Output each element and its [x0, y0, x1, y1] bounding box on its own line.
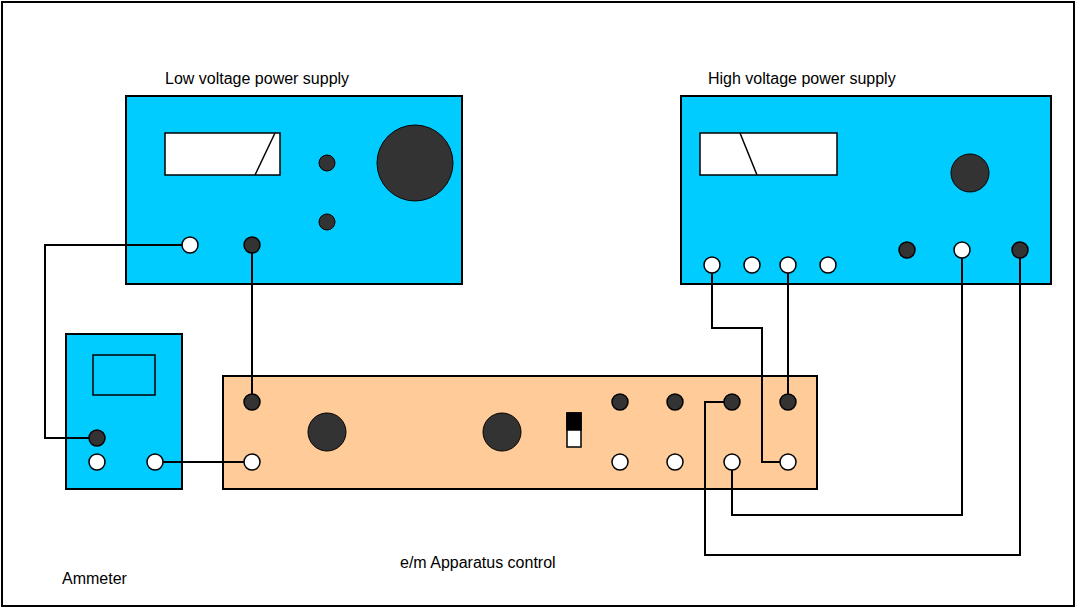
- meter-window: [700, 133, 837, 175]
- terminal: [780, 394, 796, 410]
- terminal: [182, 237, 198, 253]
- instrument-label: Low voltage power supply: [165, 70, 349, 88]
- terminal: [1012, 242, 1028, 258]
- instrument-panel: [65, 333, 183, 490]
- instrument-box: Ammeter: [65, 333, 183, 490]
- meter-window: [165, 133, 280, 175]
- switch-lever: [567, 413, 581, 430]
- instrument-box: High voltage power supply: [680, 95, 1052, 285]
- terminal: [724, 454, 740, 470]
- control-knob: [308, 413, 346, 451]
- meter-needle: [255, 133, 275, 175]
- wire: [705, 258, 1020, 555]
- wire: [251, 253, 253, 394]
- terminal: [612, 454, 628, 470]
- instrument-box: e/m Apparatus control: [222, 375, 818, 490]
- terminal: [612, 394, 628, 410]
- terminal: [899, 242, 915, 258]
- wire: [732, 258, 962, 515]
- terminal: [244, 394, 260, 410]
- wire: [45, 245, 182, 438]
- wire: [163, 461, 244, 463]
- terminal: [667, 454, 683, 470]
- switch-body: [567, 413, 581, 447]
- terminal: [780, 454, 796, 470]
- voltage-knob: [951, 154, 989, 192]
- instrument-panel: [680, 95, 1052, 285]
- terminal: [244, 237, 260, 253]
- ammeter-display: [93, 355, 155, 395]
- instrument-label: e/m Apparatus control: [400, 554, 556, 572]
- terminal: [724, 394, 740, 410]
- terminal: [954, 242, 970, 258]
- instrument-panel: [125, 95, 463, 285]
- control-knob: [483, 413, 521, 451]
- terminal: [89, 430, 105, 446]
- terminal: [667, 394, 683, 410]
- wire: [712, 273, 780, 462]
- terminal: [89, 454, 105, 470]
- instrument-box: Low voltage power supply: [125, 95, 463, 285]
- terminal: [147, 454, 163, 470]
- terminal: [820, 257, 836, 273]
- terminal: [704, 257, 720, 273]
- meter-needle: [740, 133, 757, 175]
- terminal: [744, 257, 760, 273]
- terminal: [780, 257, 796, 273]
- instrument-panel: [222, 375, 818, 490]
- voltage-knob: [377, 125, 453, 201]
- instrument-label: High voltage power supply: [708, 70, 896, 88]
- terminal: [244, 454, 260, 470]
- control-knob: [319, 214, 335, 230]
- control-knob: [319, 155, 335, 171]
- instrument-label: Ammeter: [62, 570, 127, 588]
- wire: [787, 273, 789, 394]
